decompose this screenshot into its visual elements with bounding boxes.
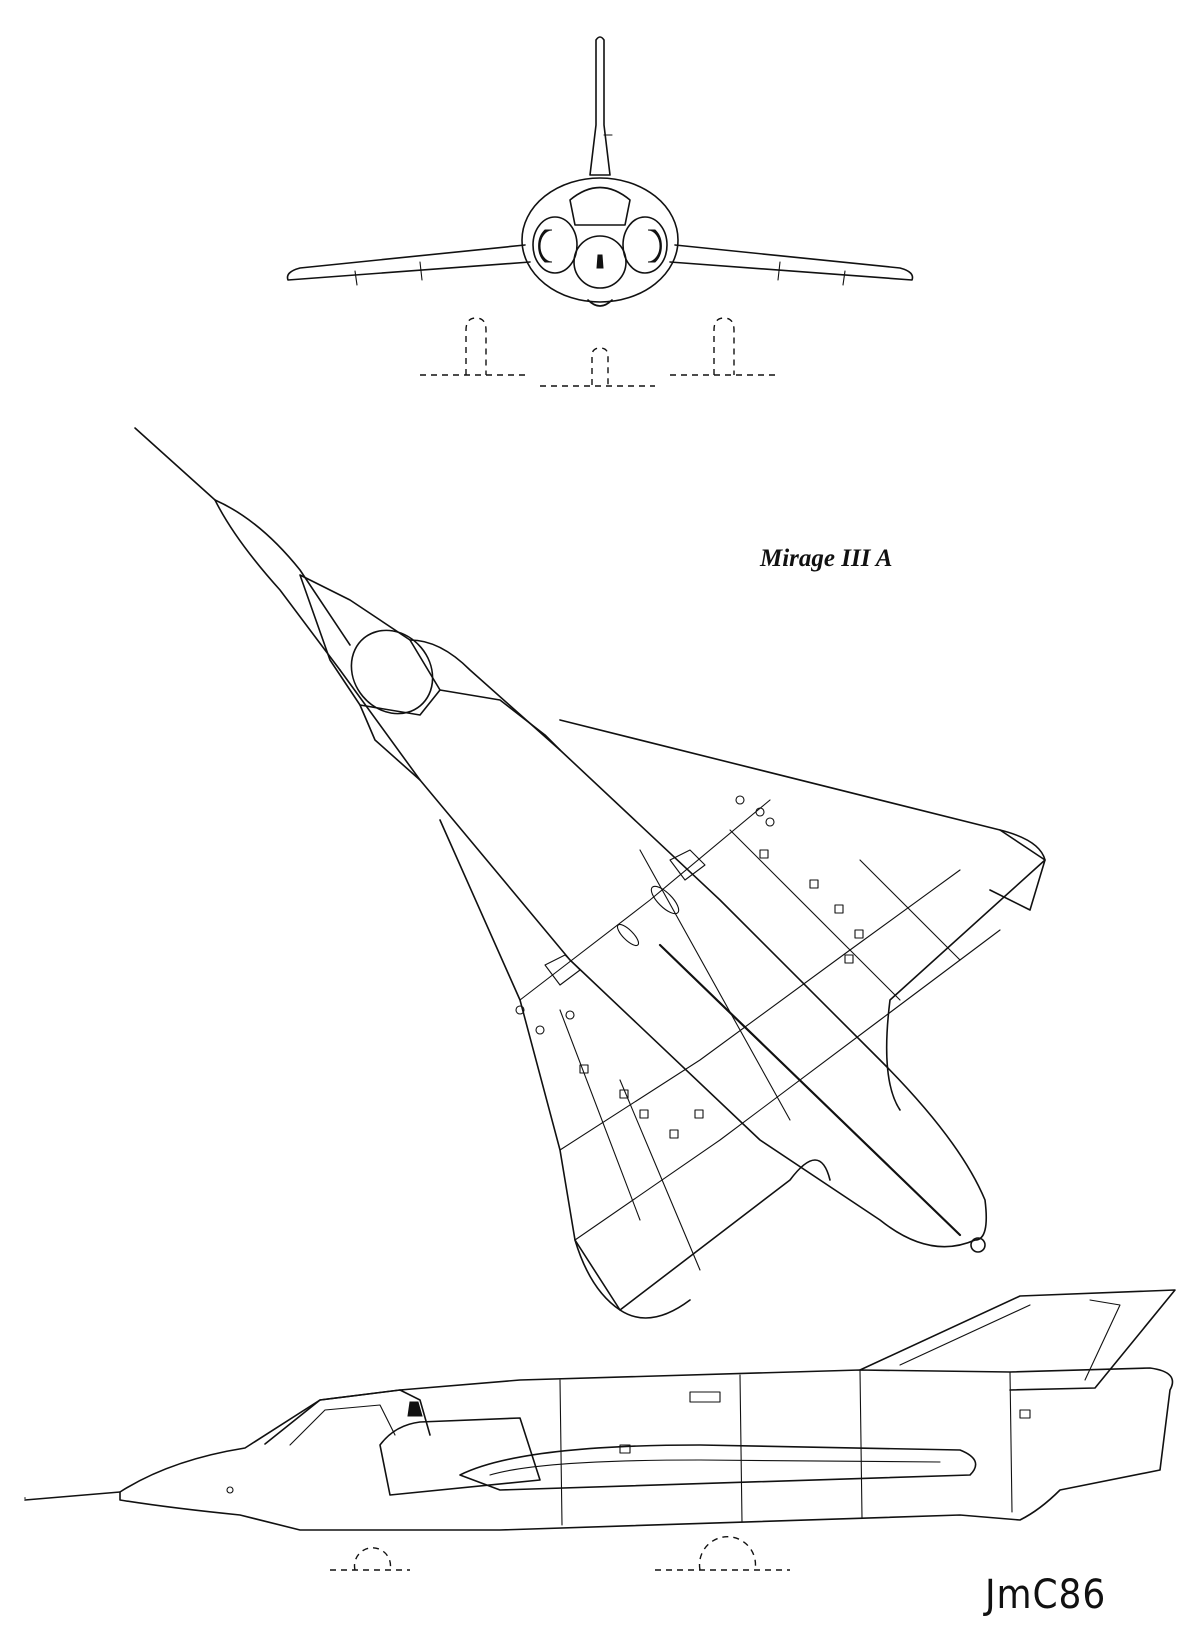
artist-signature: JmC86 [985, 1572, 1107, 1618]
drawing-title: Mirage III A [760, 545, 893, 572]
